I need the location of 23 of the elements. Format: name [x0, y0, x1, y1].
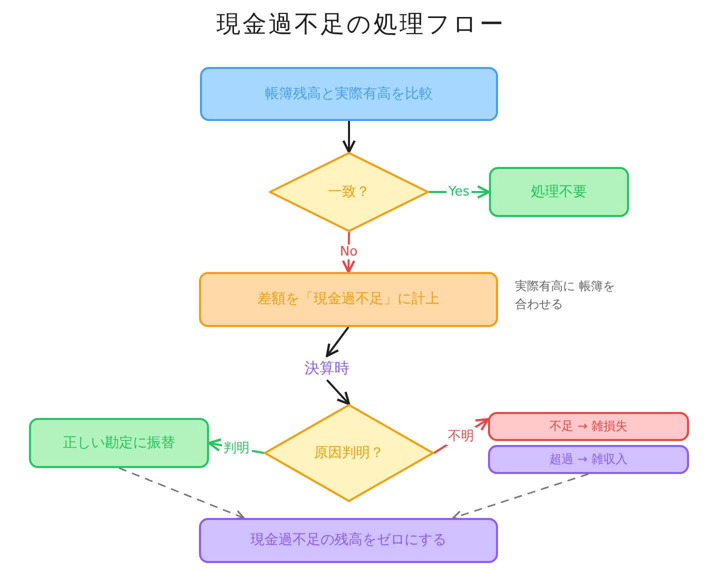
step-label: 決算時 — [292, 356, 362, 380]
node-text: 差額を「現金過不足」に計上 — [258, 290, 440, 309]
decision-diamond — [264, 404, 434, 502]
node-text: 帳簿残高と実際有高を比較 — [265, 84, 433, 104]
process-box — [199, 518, 498, 563]
process-box — [488, 445, 689, 474]
node-text: 超過 → 雑収入 — [550, 451, 628, 468]
process-box — [29, 418, 209, 468]
decision-diamond — [269, 152, 429, 232]
node-text: 不足 → 雑損失 — [550, 418, 628, 435]
process-box — [489, 167, 629, 217]
node-text: 原因判明？ — [314, 444, 384, 462]
diagram-title: 現金過不足の処理フロー — [216, 9, 506, 40]
node-text: 一致？ — [328, 182, 370, 202]
process-box — [199, 272, 498, 327]
process-box — [200, 67, 498, 121]
node-text: 現金過不足の残高をゼロにする — [250, 531, 446, 550]
side-note: 実際有高に 帳簿を合わせる — [515, 278, 616, 313]
node-text: 処理不要 — [531, 182, 587, 202]
process-box — [488, 412, 689, 441]
edge-label: 判明 — [222, 439, 252, 457]
node-text: 正しい勘定に振替 — [63, 434, 175, 452]
edge-label: 不明 — [446, 427, 476, 446]
